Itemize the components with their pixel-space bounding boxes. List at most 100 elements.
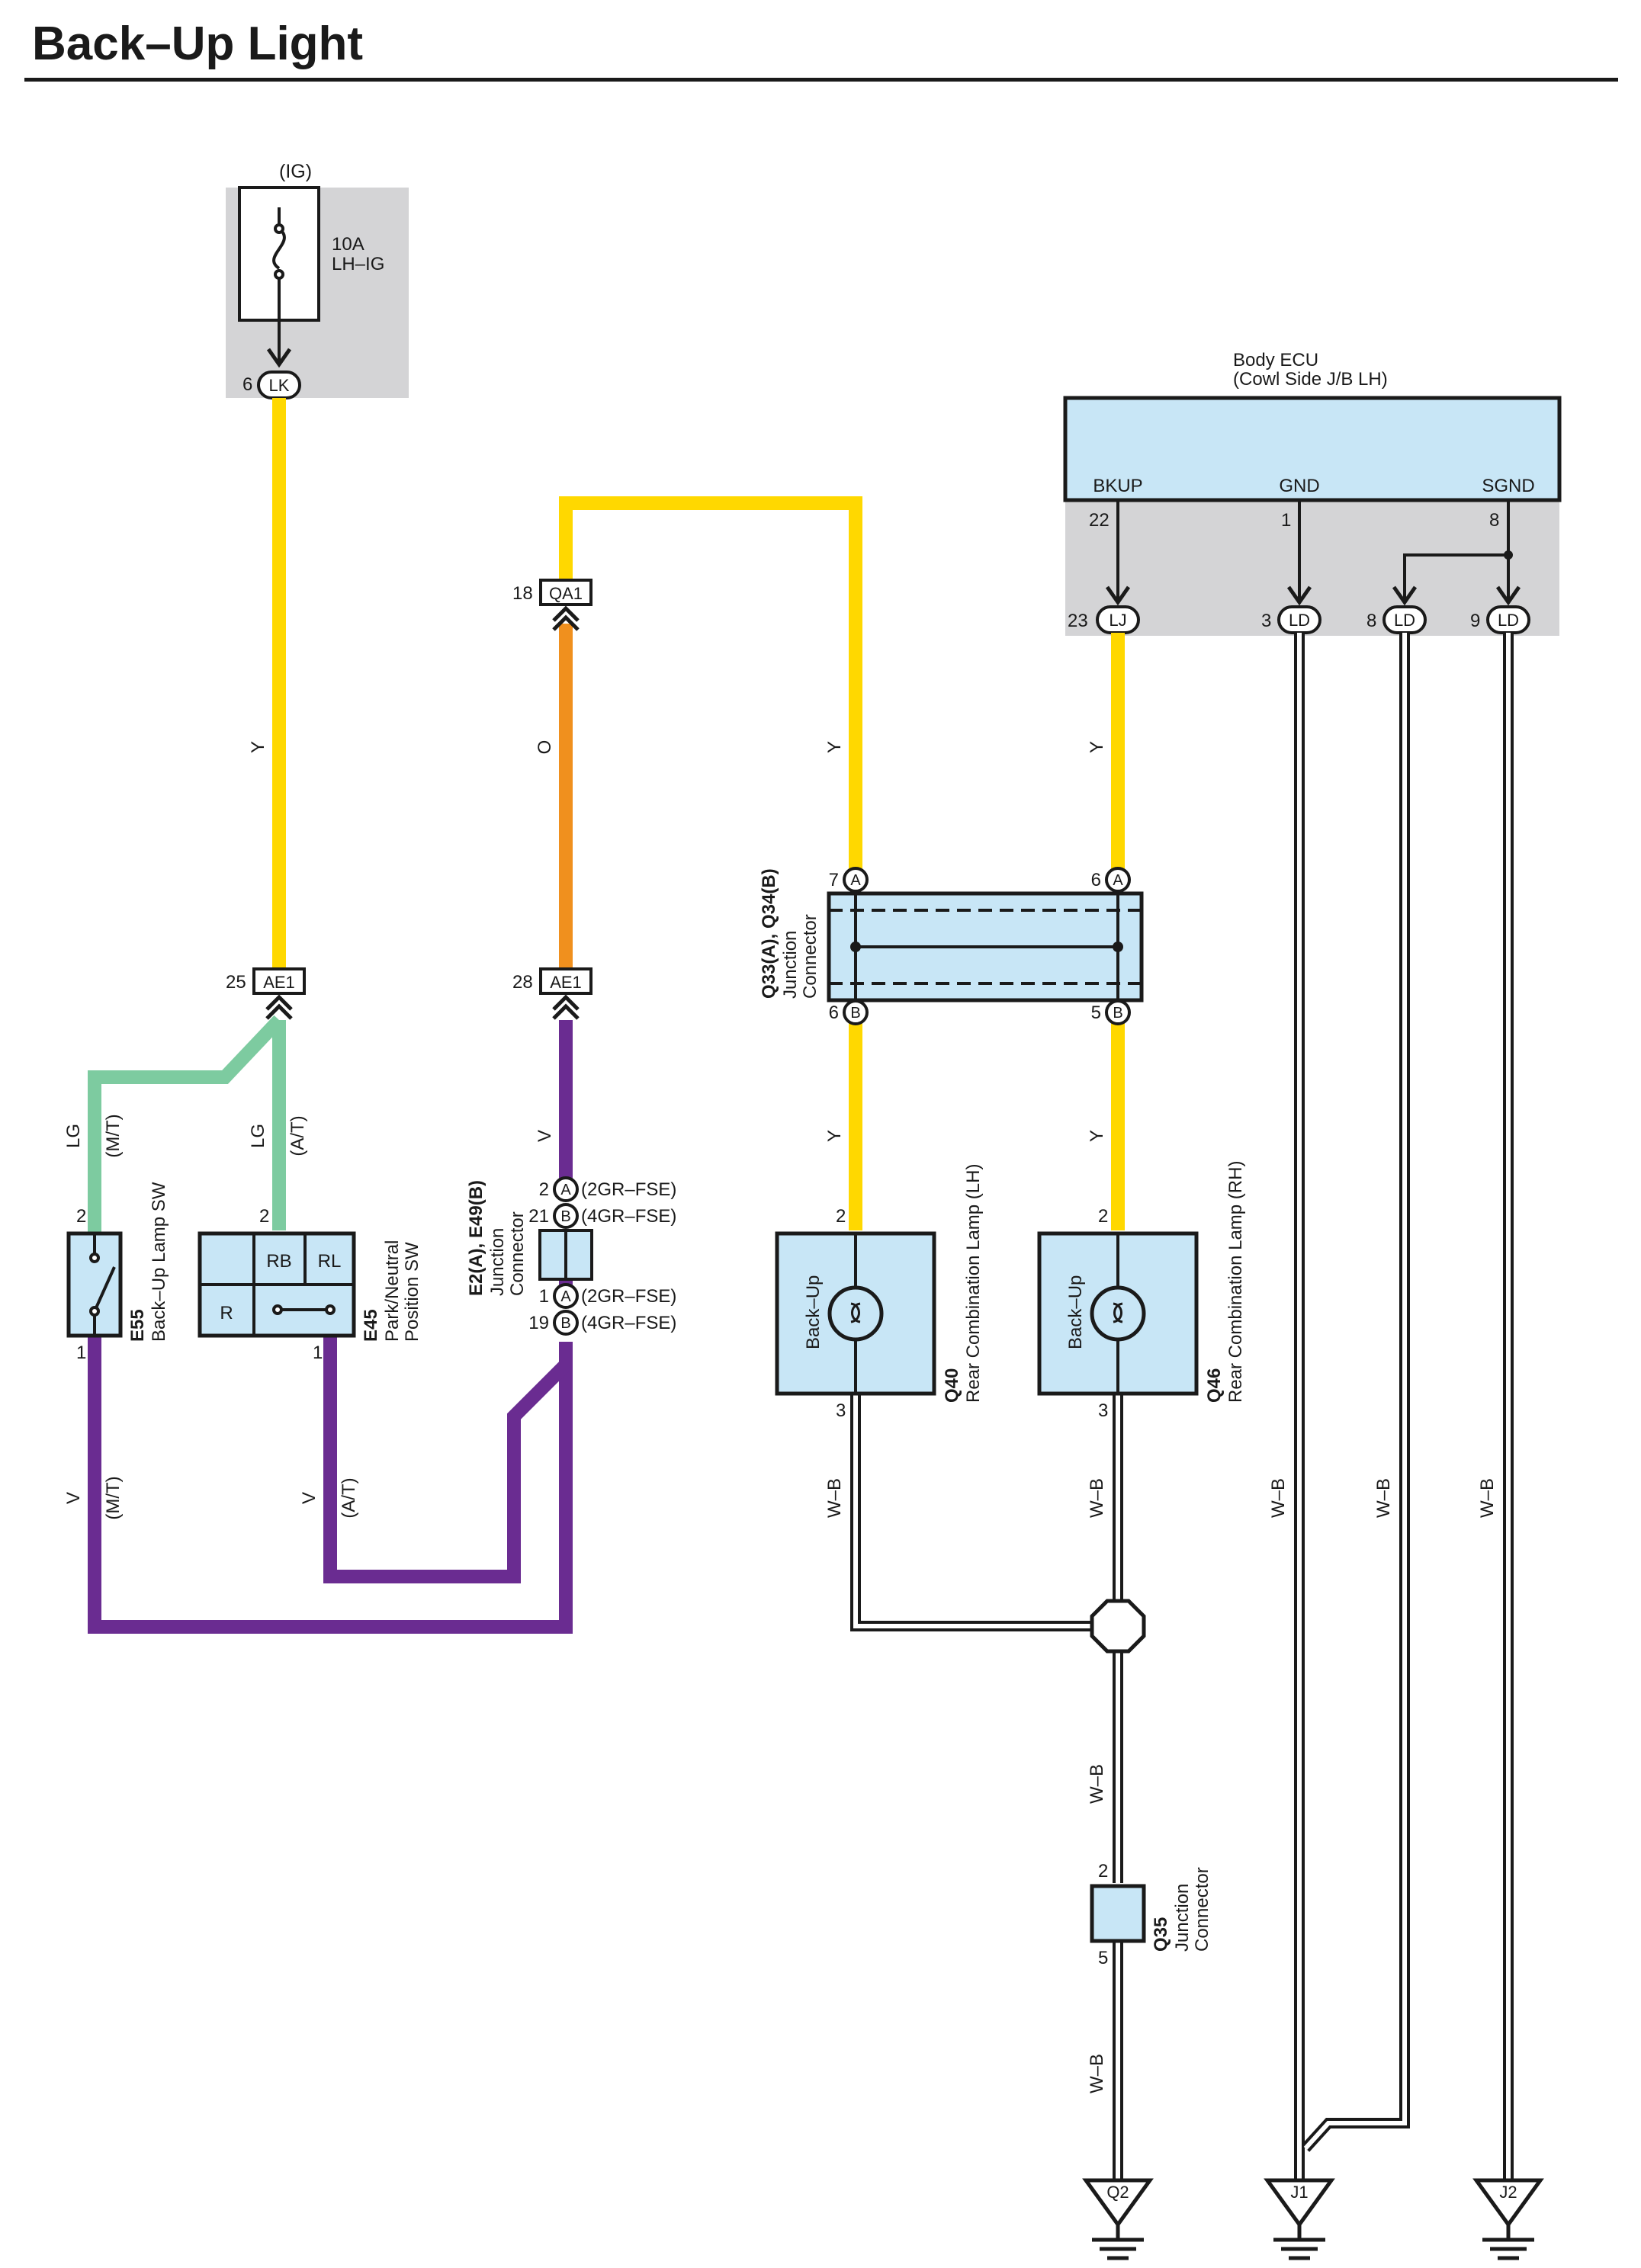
fuse-pin: 6 xyxy=(242,374,252,395)
wire-wb-group xyxy=(850,633,1514,2180)
wire-label-lg-mt-variant: (M/T) xyxy=(103,1114,124,1157)
q33-pin-5b xyxy=(1105,999,1131,1025)
ecu-terminal-bkup: BKUP xyxy=(1093,476,1142,496)
q33-pin-label-2: 6 xyxy=(1091,870,1101,890)
connector-ld-9-label: LD xyxy=(1498,611,1519,630)
e2-letter-1: A xyxy=(560,1182,571,1198)
wire-label-lg-at-variant: (A/T) xyxy=(287,1115,308,1156)
connector-lk-label: LK xyxy=(269,376,290,395)
q40-pin-top: 2 xyxy=(836,1206,846,1227)
q46-name: Rear Combination Lamp (RH) xyxy=(1225,1161,1246,1403)
page-title: Back–Up Light xyxy=(32,18,364,70)
body-ecu-location: (Cowl Side J/B LH) xyxy=(1233,369,1388,390)
e2-id: E2(A), E49(B) xyxy=(466,1180,487,1296)
connector-ae1-mid-label: AE1 xyxy=(550,973,582,992)
q46-lamp-label: Back–Up xyxy=(1065,1275,1086,1349)
fuse-icon xyxy=(272,207,286,320)
qa1-pin: 18 xyxy=(512,583,533,604)
wire-label-wb-6: W–B xyxy=(1087,1764,1107,1804)
q33-letter-1: A xyxy=(850,872,861,889)
e45-terminal-rb: RB xyxy=(266,1251,291,1272)
wire-label-wb-5: W–B xyxy=(1477,1478,1498,1518)
e2-pin-b-bottom xyxy=(553,1310,579,1336)
ecu-pin-1: 1 xyxy=(1281,510,1291,531)
wire-label-y-3: Y xyxy=(1087,741,1107,753)
e2-letter-3: A xyxy=(560,1288,571,1305)
q33-letter-2: A xyxy=(1113,872,1123,889)
e55-pin-bottom: 1 xyxy=(76,1343,86,1363)
e2-letter-2: B xyxy=(560,1208,570,1225)
q46-pin-bottom: 3 xyxy=(1098,1400,1108,1421)
connector-qa1 xyxy=(539,579,592,606)
fuse-rating: 10A xyxy=(332,234,364,255)
connector-ae1-left xyxy=(252,967,306,995)
wire-label-y-5: Y xyxy=(1087,1130,1107,1142)
wire-label-lg-mt: LG xyxy=(63,1124,84,1148)
q40-lamp-label: Back–Up xyxy=(803,1275,824,1349)
ground-j1-label: J1 xyxy=(1290,2183,1308,2202)
wire-label-o: O xyxy=(535,740,555,755)
connector-qa1-label: QA1 xyxy=(549,584,583,603)
e45-name-2: Position SW xyxy=(402,1242,422,1342)
wire-label-v-at: V xyxy=(299,1492,320,1504)
q35-pin-top: 2 xyxy=(1098,1861,1108,1881)
q33-pin-6a xyxy=(1105,867,1131,893)
q33-pin-label-4: 5 xyxy=(1091,1002,1101,1023)
e2-pin-3: 1 xyxy=(539,1286,549,1307)
e2-variant-2: (4GR–FSE) xyxy=(581,1206,676,1227)
e55-name: Back–Up Lamp SW xyxy=(149,1182,169,1342)
q33-name-2: Connector xyxy=(800,914,820,999)
q40-pin-bottom: 3 xyxy=(836,1400,846,1421)
wire-label-lg-at: LG xyxy=(248,1124,268,1148)
ecu-terminal-sgnd: SGND xyxy=(1482,476,1534,496)
q33-id: Q33(A), Q34(B) xyxy=(759,868,779,999)
e2-name-2: Connector xyxy=(507,1211,528,1296)
fuse-group-label: (IG) xyxy=(279,161,312,182)
connector-ae1-mid xyxy=(539,967,592,995)
body-ecu-box xyxy=(1063,396,1562,502)
ecu-out-pin-8: 8 xyxy=(1366,611,1376,631)
fuse-name: LH–IG xyxy=(332,254,384,274)
q35-name-1: Junction xyxy=(1172,1884,1193,1952)
body-ecu-name: Body ECU xyxy=(1233,350,1318,371)
wire-v-mt xyxy=(88,1334,573,1634)
e45-terminal-r: R xyxy=(220,1303,233,1323)
e2-variant-3: (2GR–FSE) xyxy=(581,1286,676,1307)
connector-ld-3-label: LD xyxy=(1289,611,1310,630)
e55-pin-top: 2 xyxy=(76,1206,86,1227)
q40-id: Q40 xyxy=(942,1368,962,1403)
q33-name-1: Junction xyxy=(780,931,801,999)
q35-connector-body xyxy=(1090,1884,1146,1943)
ecu-out-pin-3: 3 xyxy=(1261,611,1271,631)
wire-label-wb-1: W–B xyxy=(824,1478,845,1518)
wire-lg-mt xyxy=(88,1015,284,1235)
q33-pin-label-1: 7 xyxy=(829,870,839,890)
q35-name-2: Connector xyxy=(1192,1867,1212,1952)
q46-pin-top: 2 xyxy=(1098,1206,1108,1227)
e45-id: E45 xyxy=(361,1309,381,1342)
ecu-terminal-gnd: GND xyxy=(1279,476,1319,496)
e2-pin-1: 2 xyxy=(539,1179,549,1200)
e2-pin-a-bottom xyxy=(553,1283,579,1309)
ae1-mid-pin: 28 xyxy=(512,972,533,993)
q46-bulb-icon xyxy=(1090,1285,1146,1342)
connector-ae1-left-label: AE1 xyxy=(263,973,295,992)
ae1-left-pin: 25 xyxy=(226,972,246,993)
ecu-out-pin-23: 23 xyxy=(1068,611,1088,631)
q33-pin-6b xyxy=(843,999,869,1025)
e2-variant-1: (2GR–FSE) xyxy=(581,1179,676,1200)
e2-pin-4: 19 xyxy=(528,1313,549,1333)
q33-letter-4: B xyxy=(1113,1005,1122,1022)
title-divider xyxy=(24,78,1618,82)
ecu-pin-8: 8 xyxy=(1489,510,1499,531)
q33-pin-7a xyxy=(843,867,869,893)
q35-pin-bottom: 5 xyxy=(1098,1948,1108,1968)
wire-label-v-at-variant: (A/T) xyxy=(339,1477,359,1518)
wire-y-qa1 xyxy=(559,496,862,869)
splice-point xyxy=(1090,1599,1146,1654)
ground-q2-label: Q2 xyxy=(1106,2183,1129,2202)
wire-v-at xyxy=(323,1334,571,1583)
wire-label-wb-4: W–B xyxy=(1373,1478,1394,1518)
q33-pin-label-3: 6 xyxy=(829,1002,839,1023)
